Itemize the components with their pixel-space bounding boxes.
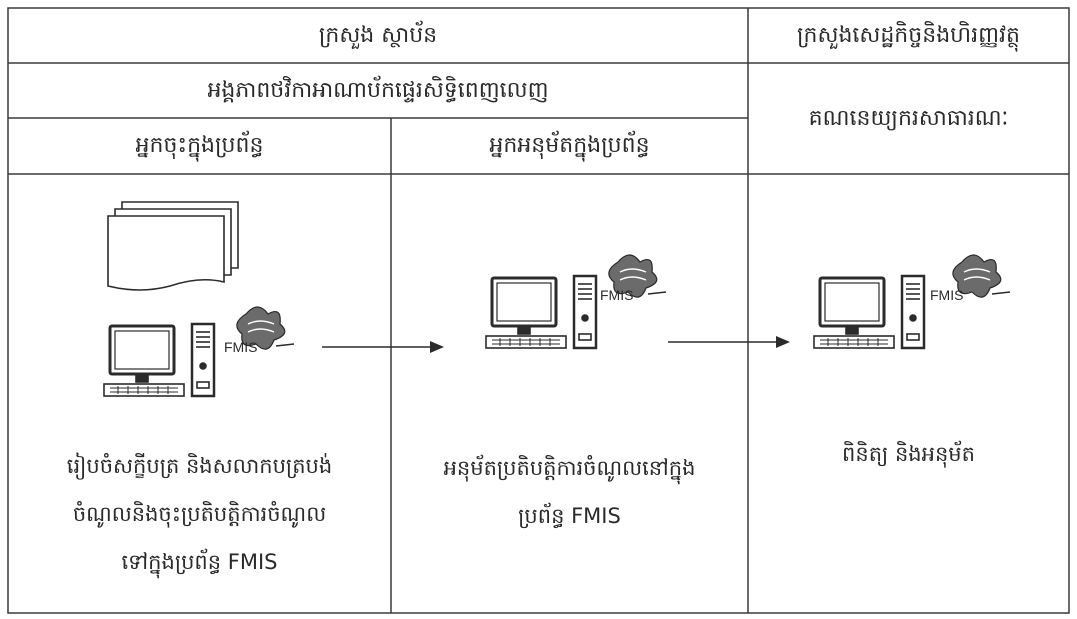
header-ministry-institution: ក្រសួង ស្ថាប័ន xyxy=(318,22,438,48)
header-public-accounting-officer: គណនេយ្យករសាធារណៈ xyxy=(808,105,1009,131)
step2-line: អនុម័តប្រតិបត្តិការចំណូលនៅក្នុង xyxy=(443,456,696,480)
svg-text:FMIS: FMIS xyxy=(930,287,963,303)
step1-line: រៀបចំសក្ខីបត្រ និងសលាកបត្របង់ xyxy=(66,454,333,478)
header-entry-user: អ្នកចុះក្នុងប្រព័ន្ធ xyxy=(135,133,264,159)
computer-icon-accounting: FMIS xyxy=(813,254,1011,350)
documents-icon xyxy=(107,201,239,291)
step1-line: ចំណូលនិងចុះប្រតិបត្តិការចំណូល xyxy=(72,502,327,526)
step2-line: ប្រព័ន្ធ FMIS xyxy=(518,504,621,528)
svg-text:FMIS: FMIS xyxy=(224,339,257,355)
step3-description: ពិនិត្យ និងអនុម័ត xyxy=(748,430,1069,478)
header-full-authority-budget-entity: អង្គភាពថវិកាអាណាប័កផ្ទេរសិទ្ធិពេញលេញ xyxy=(207,77,549,103)
step1-line: ទៅក្នុងប្រព័ន្ធ FMIS xyxy=(121,550,278,574)
fmis-logo: FMIS xyxy=(930,254,1011,303)
header-approver-user: អ្នកអនុម័តក្នុងប្រព័ន្ធ xyxy=(489,133,650,159)
svg-text:FMIS: FMIS xyxy=(600,287,633,303)
fmis-logo: FMIS xyxy=(600,254,667,303)
header-ministry-economy-finance: ក្រសួងសេដ្ឋកិច្ចនិងហិរញ្ញវត្ថុ xyxy=(796,22,1020,48)
arrow-approver-to-accounting xyxy=(668,336,790,348)
arrow-entry-to-approver xyxy=(322,341,444,353)
step1-description: រៀបចំសក្ខីបត្រ និងសលាកបត្របង់ ចំណូលនិងចុ… xyxy=(8,442,391,586)
step2-description: អនុម័តប្រតិបត្តិការចំណូលនៅក្នុង ប្រព័ន្ធ… xyxy=(391,444,748,540)
fmis-logo: FMIS xyxy=(224,306,295,355)
computer-icon-entry: FMIS xyxy=(103,306,295,398)
step3-line: ពិនិត្យ និងអនុម័ត xyxy=(842,442,975,466)
computer-icon-approver: FMIS xyxy=(485,254,667,350)
